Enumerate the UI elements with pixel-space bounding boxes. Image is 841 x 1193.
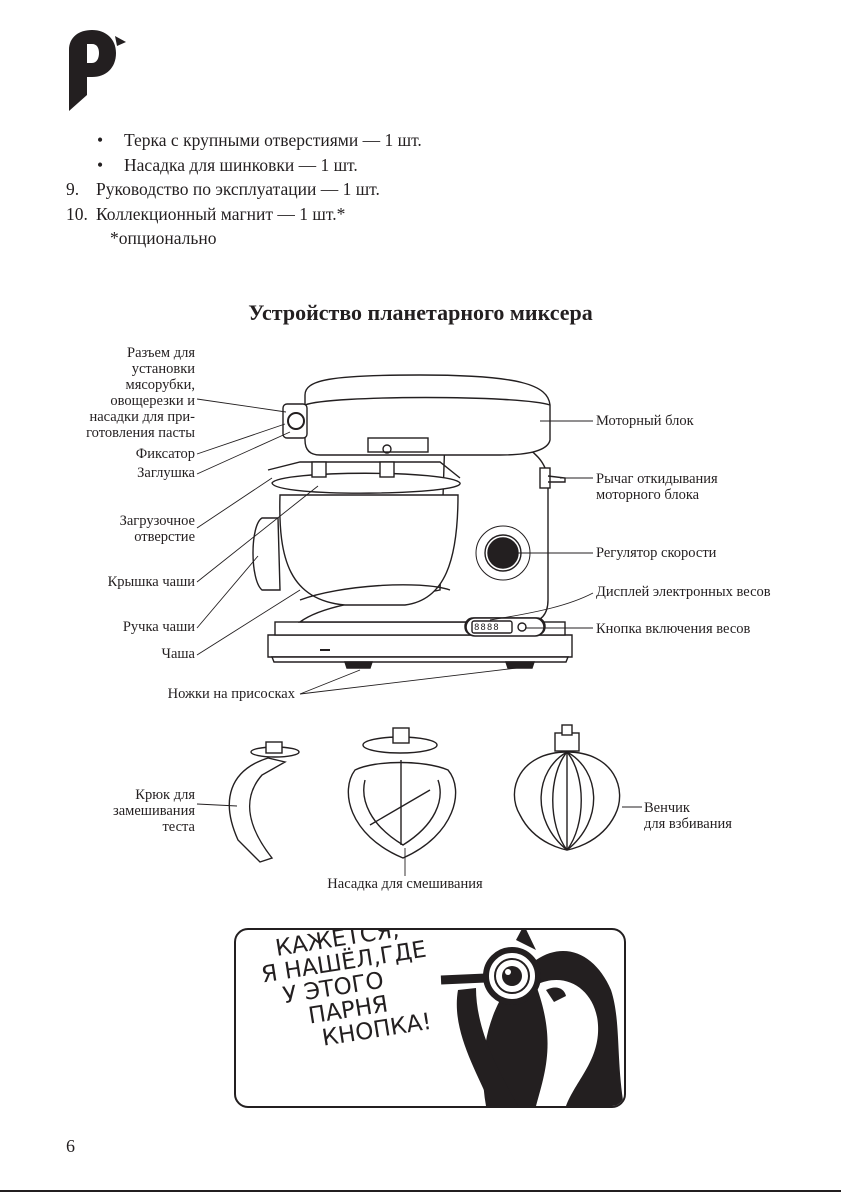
bowl bbox=[252, 461, 461, 606]
label-plug: Заглушка bbox=[137, 465, 195, 481]
label-bowl: Чаша bbox=[161, 646, 195, 662]
motor-head bbox=[282, 374, 566, 489]
list-number: 10. bbox=[66, 203, 88, 224]
label-loading-hole: Загрузочное отверстие bbox=[119, 513, 195, 545]
label-motor: Моторный блок bbox=[596, 413, 694, 429]
list-number: 9. bbox=[66, 179, 80, 199]
label-bowl-handle: Ручка чаши bbox=[122, 619, 195, 635]
label-bowl-lid: Крышка чаши bbox=[107, 574, 195, 590]
label-speed: Регулятор скорости bbox=[596, 545, 717, 561]
balloon-whisk bbox=[513, 724, 621, 851]
label-whisk: Венчик для взбивания bbox=[644, 800, 732, 832]
list-item-text: Терка с крупными отверстиями — 1 шт. bbox=[124, 130, 422, 150]
bottom-rule bbox=[0, 1190, 841, 1192]
diagram-title: Устройство планетарного миксера bbox=[248, 300, 593, 325]
label-connector: Разъем для установки мясорубки, овощерез… bbox=[86, 345, 195, 441]
bullet: • bbox=[97, 130, 104, 150]
penguin-detective-icon bbox=[440, 930, 624, 1106]
label-display: Дисплей электронных весов bbox=[596, 584, 771, 600]
list-item-text: Руководство по эксплуатации — 1 шт. bbox=[96, 179, 380, 199]
list-item-text: Насадка для шинковки — 1 шт. bbox=[124, 154, 358, 175]
label-lever: Рычаг откидывания моторного блока bbox=[596, 471, 718, 503]
comic-panel: КАЖЕТСЯ, Я НАШЁЛ,ГДЕ У ЭТОГО ПАРНЯ КНОПК… bbox=[234, 928, 626, 1108]
display-digits: 8888 bbox=[474, 623, 500, 633]
label-flat-beater: Насадка для смешивания bbox=[327, 876, 483, 892]
label-dough-hook: Крюк для замешивания теста bbox=[113, 787, 195, 835]
scale-display bbox=[465, 617, 545, 637]
list-item-text: Коллекционный магнит — 1 шт.* bbox=[96, 203, 346, 224]
label-lock: Фиксатор bbox=[135, 446, 195, 462]
label-feet: Ножки на присосках bbox=[167, 686, 295, 702]
dough-hook bbox=[228, 741, 300, 863]
leader-lines bbox=[196, 398, 594, 695]
page-number: 6 bbox=[66, 1136, 75, 1156]
bullet: • bbox=[97, 154, 104, 175]
footnote-text: *опционально bbox=[110, 228, 217, 248]
brand-p-logo-icon bbox=[69, 30, 126, 111]
label-scale-button: Кнопка включения весов bbox=[596, 621, 751, 637]
flat-beater bbox=[347, 727, 457, 859]
